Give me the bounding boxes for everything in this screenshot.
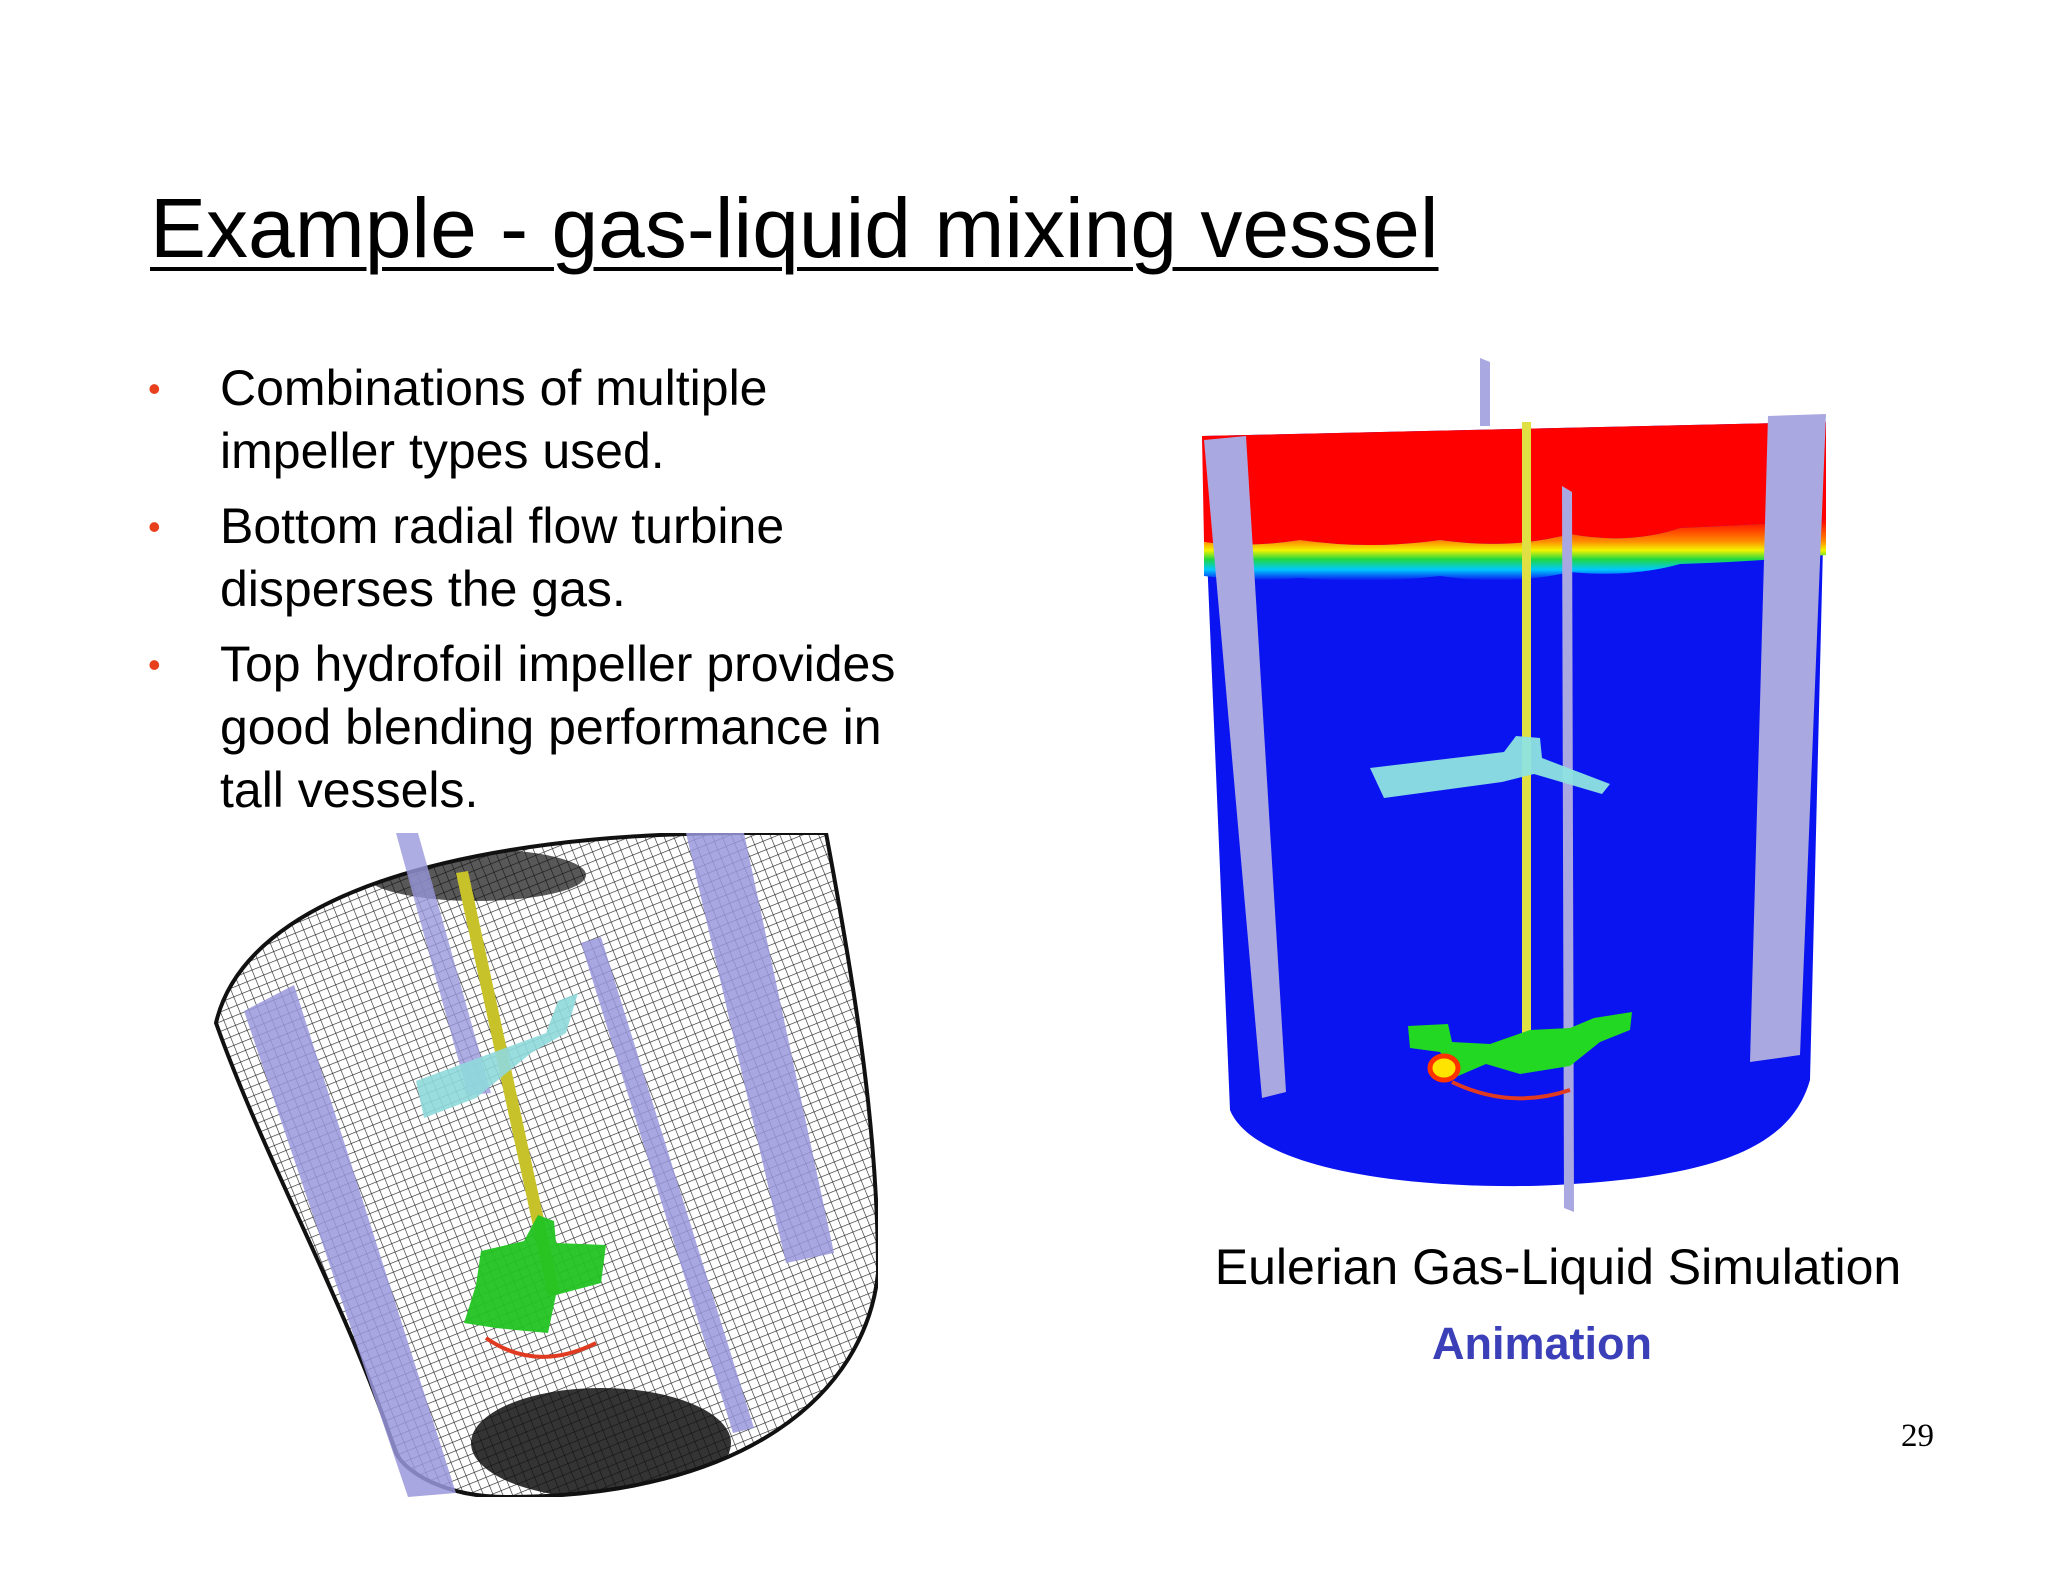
baffle-right: [1750, 414, 1826, 1062]
bullet-line: impeller types used.: [220, 423, 665, 479]
mesh-vessel-figure: [213, 833, 878, 1497]
hydrofoil-impeller: [1370, 736, 1610, 798]
rushton-turbine: [1408, 1012, 1632, 1076]
simulation-figure: [1202, 358, 1826, 1212]
bullet-line: good blending performance in: [220, 699, 882, 755]
baffle-back: [396, 833, 491, 1095]
bullet-line: disperses the gas.: [220, 561, 626, 617]
hydrofoil-impeller: [416, 993, 578, 1118]
baffle-left: [244, 985, 456, 1497]
rushton-turbine: [464, 1215, 606, 1333]
bullet-item: • Combinations of multiple impeller type…: [148, 357, 968, 483]
baffle-front: [1562, 486, 1574, 1212]
gas-region: [1202, 422, 1826, 545]
bullet-line: Combinations of multiple: [220, 360, 768, 416]
liquid-region: [1202, 422, 1826, 1187]
gas-liquid-interface: [1204, 520, 1826, 581]
page-number: 29: [1901, 1418, 1934, 1454]
gas-sparger-ring: [1451, 1080, 1571, 1101]
bullet-dot-icon: •: [148, 644, 161, 685]
gas-sparger-ring: [484, 1336, 597, 1359]
bullet-line: tall vessels.: [220, 762, 479, 818]
baffle-back: [1480, 358, 1490, 426]
figure-caption: Eulerian Gas-Liquid Simulation: [1214, 1239, 1902, 1295]
baffle-left: [1204, 436, 1286, 1098]
animation-link[interactable]: Animation: [1432, 1318, 1652, 1369]
gas-injection-point: [1427, 1053, 1461, 1083]
baffle-center: [581, 937, 754, 1433]
bullet-line: Bottom radial flow turbine: [220, 498, 785, 554]
bullet-list: • Combinations of multiple impeller type…: [148, 357, 968, 834]
bullet-dot-icon: •: [148, 368, 161, 409]
shaft: [456, 871, 560, 1295]
bullet-dot-icon: •: [148, 506, 161, 547]
shaft: [1522, 422, 1531, 1042]
bullet-item: • Top hydrofoil impeller provides good b…: [148, 633, 968, 822]
bullet-line: Top hydrofoil impeller provides: [220, 636, 896, 692]
bullet-item: • Bottom radial flow turbine disperses t…: [148, 495, 968, 621]
baffle-right: [686, 833, 834, 1263]
slide-title: Example - gas-liquid mixing vessel: [150, 181, 1439, 275]
